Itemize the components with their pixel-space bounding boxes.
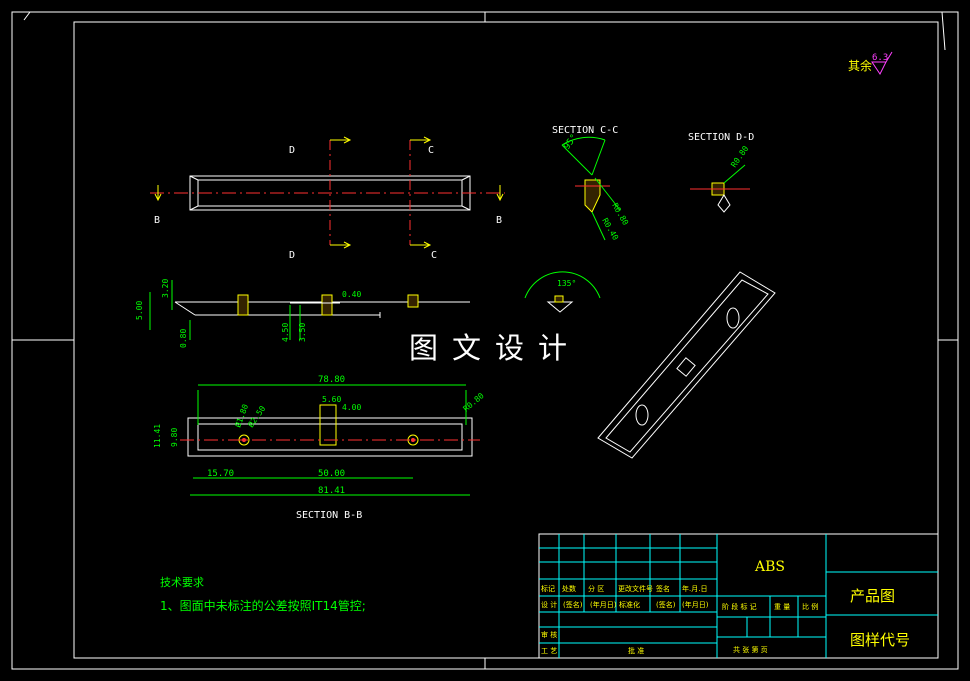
row2-label-1: (签名) [563,600,583,609]
left-label-0: 审 核 [541,630,557,639]
row2-label-5: (年月日) [682,600,709,609]
row2-label-3: 标准化 [619,600,640,609]
row-label-3: 更改文件号 [618,584,653,593]
row-label-1: 处数 [562,584,576,593]
row-label-2: 分 区 [588,584,604,593]
row2-label-0: 设 计 [541,600,557,609]
stage-label-0: 阶 段 标 记 [722,602,757,611]
stage-label-2: 比 例 [802,602,818,611]
marker-d-top: D [289,145,295,156]
section-d-d: SECTION D-D R0.80 [688,132,754,213]
roughness-label: 其余 [848,58,872,73]
title-block [538,533,939,659]
row-label-0: 标记 [541,584,555,593]
marker-c-top: C [428,145,434,156]
row2-label-4: (签名) [656,600,676,609]
dim-side-h3: 0.80 [179,329,188,348]
outer-frame [11,11,959,670]
angle-detail: 135° [524,271,601,313]
row-label-5: 年.月.日 [682,584,707,593]
row2-label-2: (年月日) [590,600,617,609]
section-b-b-title: SECTION B-B [296,510,362,521]
dim-top-r: R0.80 [462,391,486,413]
stage-label-1: 重 量 [774,603,790,611]
watermark: 图文设计 [409,331,582,365]
dim-cc-r1: R0.80 [610,202,630,228]
dim-top-off: 15.70 [207,469,234,479]
top-view: D D C C B B [150,136,505,261]
row-label-4: 签名 [656,584,670,593]
section-d-d-title: SECTION D-D [688,132,754,143]
dim-top-len: 78.80 [318,375,345,385]
dim-side-h4: 4.50 [281,323,290,342]
dim-side-h1: 5.00 [135,301,144,320]
section-c-c-title: SECTION C-C [552,125,618,136]
dim-top-h2: 9.80 [170,428,179,447]
tech-title: 技术要求 [160,576,204,589]
tech-requirements: 技术要求 1、图面中未标注的公差按照IT14管控; [160,576,366,613]
iso-view [597,271,776,459]
dim-top-pitch: 50.00 [318,469,345,479]
roughness-symbol: 其余 6.3 [848,51,893,75]
dim-cc-r2: R0.40 [600,217,620,243]
side-view: 5.00 3.20 0.80 0.40 4.50 3.50 [135,279,470,348]
material-label: ABS [754,559,785,575]
marker-c-bottom: C [431,250,437,261]
marker-b-left: B [154,215,160,226]
dim-side-h2: 3.20 [161,279,170,298]
dim-angle-small: 135° [557,279,576,288]
roughness-value: 6.3 [872,53,888,63]
marker-b-right: B [496,215,502,226]
dim-dd-r: R0.80 [729,144,750,169]
marker-d-bottom: D [289,250,295,261]
section-c-c: SECTION C-C 95° R0.80 R0.40 [552,125,630,242]
dim-side-t: 0.40 [342,290,361,299]
drawing-code-label: 图样代号 [850,631,910,649]
tech-item-1: 1、图面中未标注的公差按照IT14管控; [160,598,366,613]
section-b-b: 78.80 R0.80 5.60 4.00 Ø1.80 Ø2.50 11.41 … [153,375,486,521]
dim-side-h5: 3.50 [298,323,307,342]
left-label-1: 工 艺 [541,647,557,655]
dim-top-h1: 11.41 [153,424,162,448]
title-block-text: ABS 产品图 图样代号 标记 处数 分 区 更改文件号 签名 年.月.日 设 … [541,559,910,655]
product-type-label: 产品图 [850,587,895,605]
dim-top-w2: 4.00 [342,403,361,412]
dim-top-total: 81.41 [318,486,345,496]
sheet-label: 共 张 第 页 [733,645,768,654]
approve-label: 批 准 [628,646,644,655]
dim-top-w1: 5.60 [322,395,341,404]
